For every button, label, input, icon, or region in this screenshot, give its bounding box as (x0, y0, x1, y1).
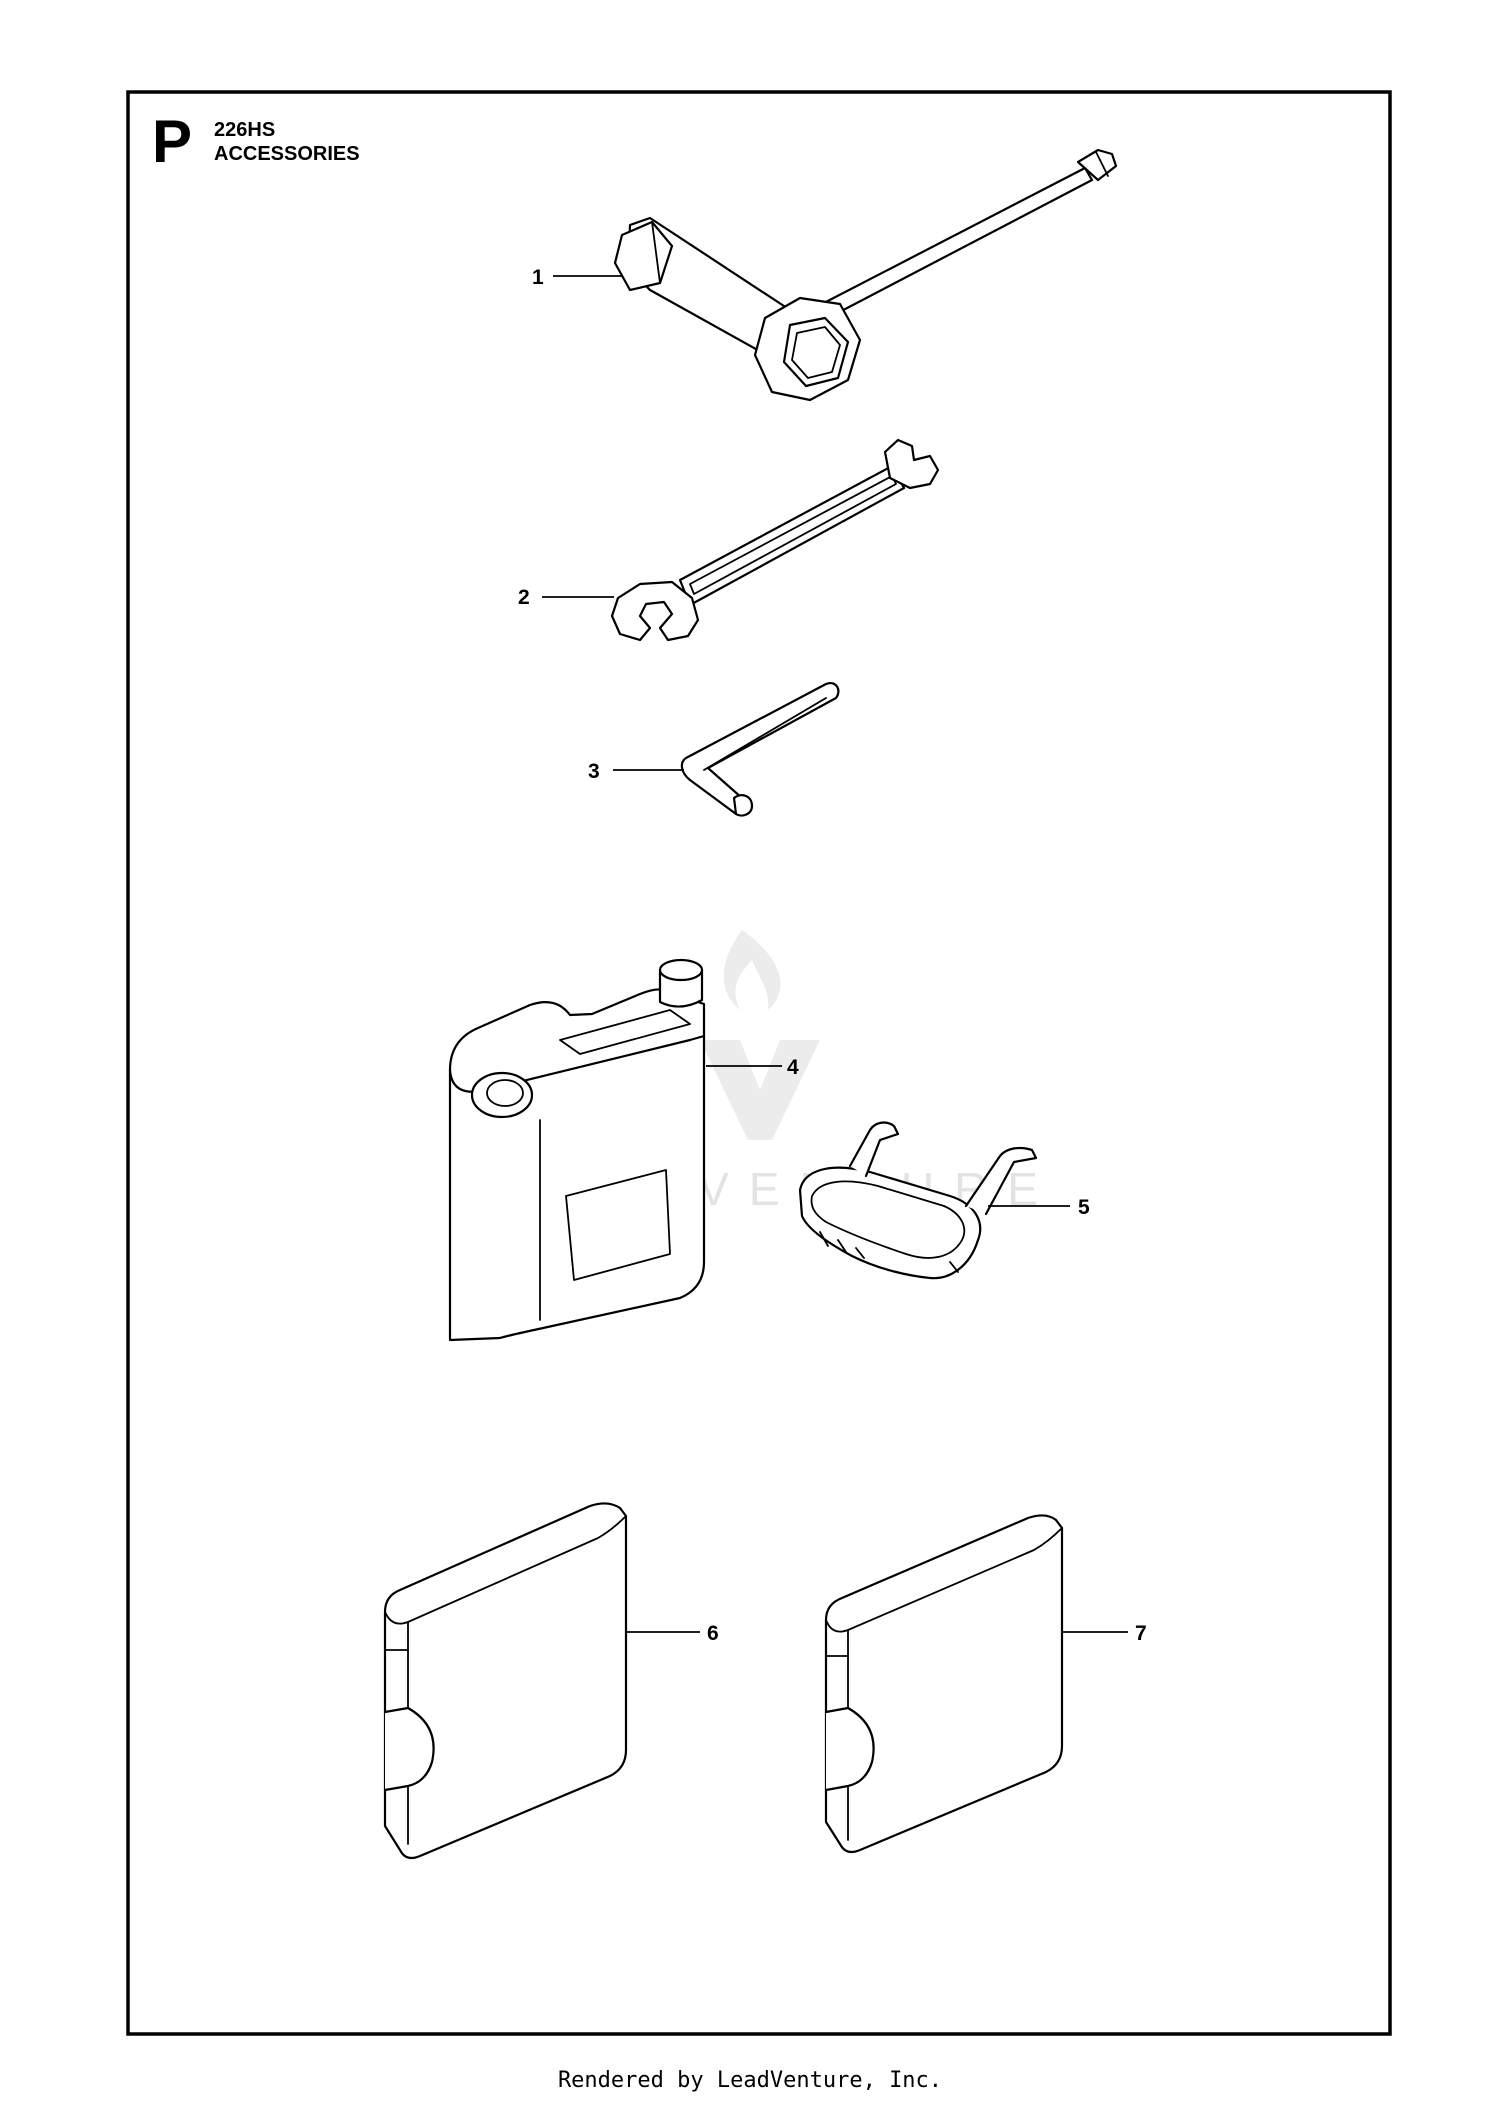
render-credit: Rendered by LeadVenture, Inc. (557, 2068, 943, 2093)
model-number: 226HS (214, 119, 275, 141)
part-1-spark-plug-wrench (613, 148, 1118, 402)
callout-5: 5 (1078, 1196, 1090, 1219)
section-letter: P (152, 108, 192, 175)
part-6-filter-pad (383, 1502, 628, 1860)
flame-icon (723, 930, 781, 1010)
callout-7: 7 (1135, 1622, 1147, 1645)
v-mark-icon (700, 1040, 820, 1140)
diagram-frame (126, 90, 1392, 2036)
part-3-hex-key (680, 682, 840, 817)
callout-3: 3 (588, 760, 600, 783)
part-5-safety-glasses (798, 1121, 1038, 1280)
callout-1: 1 (532, 266, 544, 289)
callout-2: 2 (518, 586, 530, 609)
part-2-combination-wrench (610, 438, 940, 642)
callout-4: 4 (787, 1056, 799, 1079)
callout-6: 6 (707, 1622, 719, 1645)
part-4-fuel-can (448, 958, 706, 1342)
section-title: ACCESSORIES (214, 143, 360, 165)
part-7-filter-pad (824, 1514, 1064, 1854)
